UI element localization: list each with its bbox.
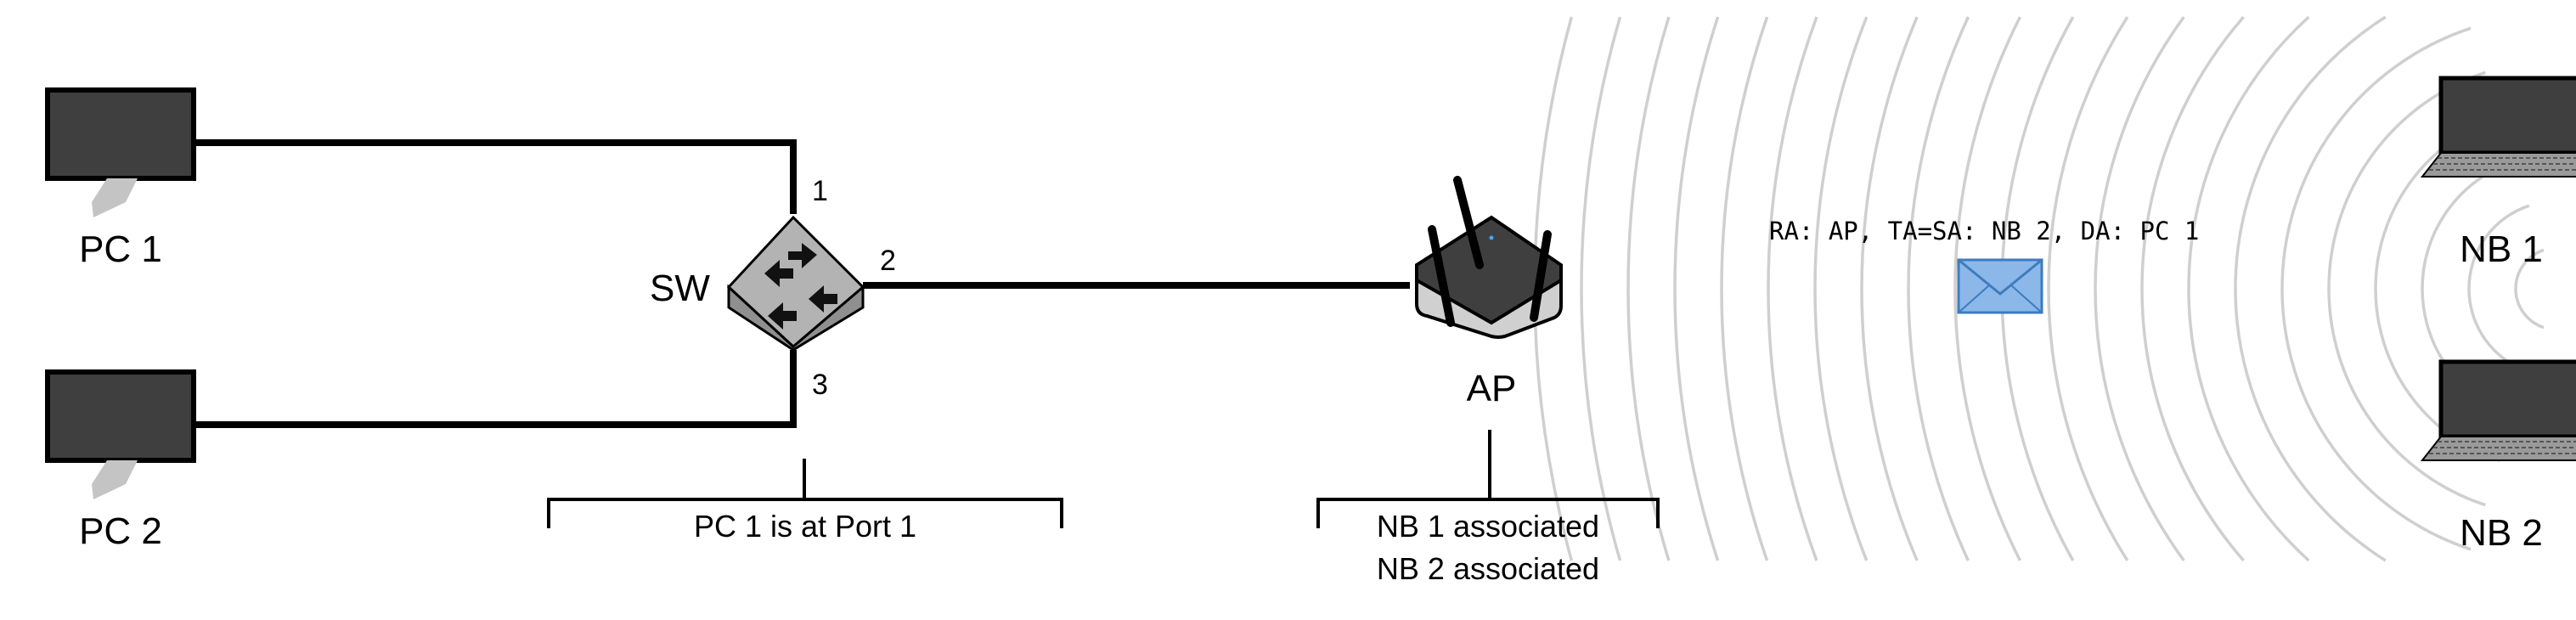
ap-label: AP bbox=[1467, 368, 1517, 409]
wave-arc bbox=[2327, 70, 2486, 507]
wave-arc bbox=[2140, 15, 2245, 562]
wave-arc bbox=[2047, 16, 2129, 561]
ap-table: NB 1 associated NB 2 associated bbox=[1377, 509, 1599, 586]
wave-arc bbox=[2514, 248, 2545, 330]
nb1-laptop-icon[interactable] bbox=[2420, 76, 2576, 178]
switch-icon[interactable] bbox=[726, 215, 865, 352]
wave-arc bbox=[2280, 26, 2472, 551]
table-entry: PC 1 is at Port 1 bbox=[694, 509, 916, 544]
table-entry: NB 2 associated bbox=[1377, 551, 1599, 586]
frame-header-text: RA: AP, TA=SA: NB 2, DA: PC 1 bbox=[1769, 217, 2199, 245]
pc2-computer-icon[interactable] bbox=[45, 369, 196, 499]
wave-arc bbox=[1953, 16, 2022, 561]
pc2-label: PC 2 bbox=[79, 510, 162, 552]
wave-arc bbox=[2094, 15, 2185, 562]
access-point-icon[interactable] bbox=[1415, 176, 1563, 339]
switch-table: PC 1 is at Port 1 bbox=[694, 509, 916, 544]
link-pc2-switch bbox=[194, 350, 797, 428]
link-pc1-switch bbox=[194, 139, 797, 214]
port-2-label: 2 bbox=[880, 245, 896, 277]
nb2-laptop-icon[interactable] bbox=[2420, 359, 2576, 461]
wave-arc bbox=[1580, 16, 1622, 561]
wave-arc bbox=[1767, 16, 1818, 561]
envelope-icon[interactable] bbox=[1957, 258, 2043, 314]
wave-arc bbox=[1673, 16, 1720, 561]
wave-arc bbox=[1813, 16, 1869, 561]
nb1-label: NB 1 bbox=[2460, 228, 2543, 270]
pc1-computer-icon[interactable] bbox=[45, 87, 196, 217]
wave-arc bbox=[1626, 16, 1671, 561]
switch-table-bracket bbox=[547, 459, 1063, 528]
wireless-waves bbox=[1533, 15, 2545, 562]
wave-arc bbox=[2187, 15, 2310, 562]
table-entry: NB 1 associated bbox=[1377, 509, 1599, 544]
wave-arc bbox=[2234, 15, 2387, 562]
pc1-label: PC 1 bbox=[79, 228, 162, 270]
port-3-label: 3 bbox=[812, 369, 828, 401]
wave-arc bbox=[1907, 16, 1970, 561]
wave-arc bbox=[2467, 204, 2530, 374]
port-1-label: 1 bbox=[812, 175, 828, 207]
wave-arc bbox=[1720, 16, 1769, 561]
nb2-label: NB 2 bbox=[2460, 512, 2543, 554]
switch-label: SW bbox=[650, 268, 710, 309]
wave-arc bbox=[1860, 16, 1919, 561]
ap-table-bracket bbox=[1316, 430, 1660, 528]
switch-arrows-icon bbox=[764, 243, 837, 330]
